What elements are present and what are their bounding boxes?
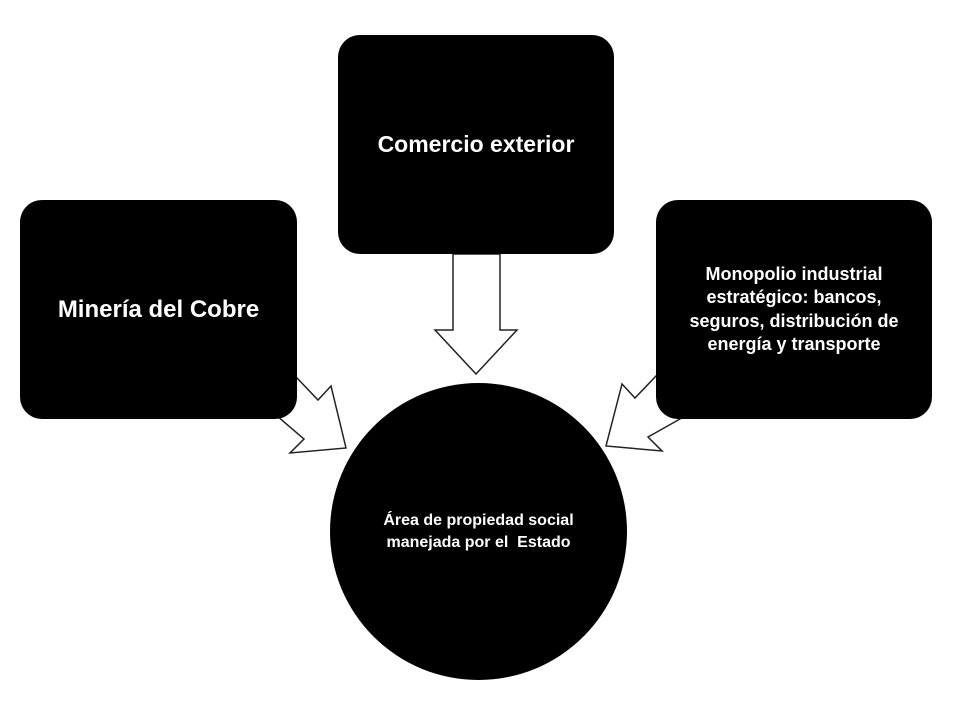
node-mineria-del-cobre: Minería del Cobre [20, 200, 297, 419]
node-comercio-exterior: Comercio exterior [338, 35, 614, 254]
node-label: Monopolio industrial estratégico: bancos… [689, 263, 899, 354]
node-label: Minería del Cobre [57, 295, 260, 323]
node-area-propiedad-social: Área de propiedad social manejada por el… [330, 383, 627, 680]
node-monopolio-industrial: Monopolio industrial estratégico: bancos… [656, 200, 932, 419]
node-label: Área de propiedad social manejada por el… [383, 511, 579, 551]
node-label: Comercio exterior [377, 131, 575, 157]
arrow-top-to-center [433, 253, 519, 376]
